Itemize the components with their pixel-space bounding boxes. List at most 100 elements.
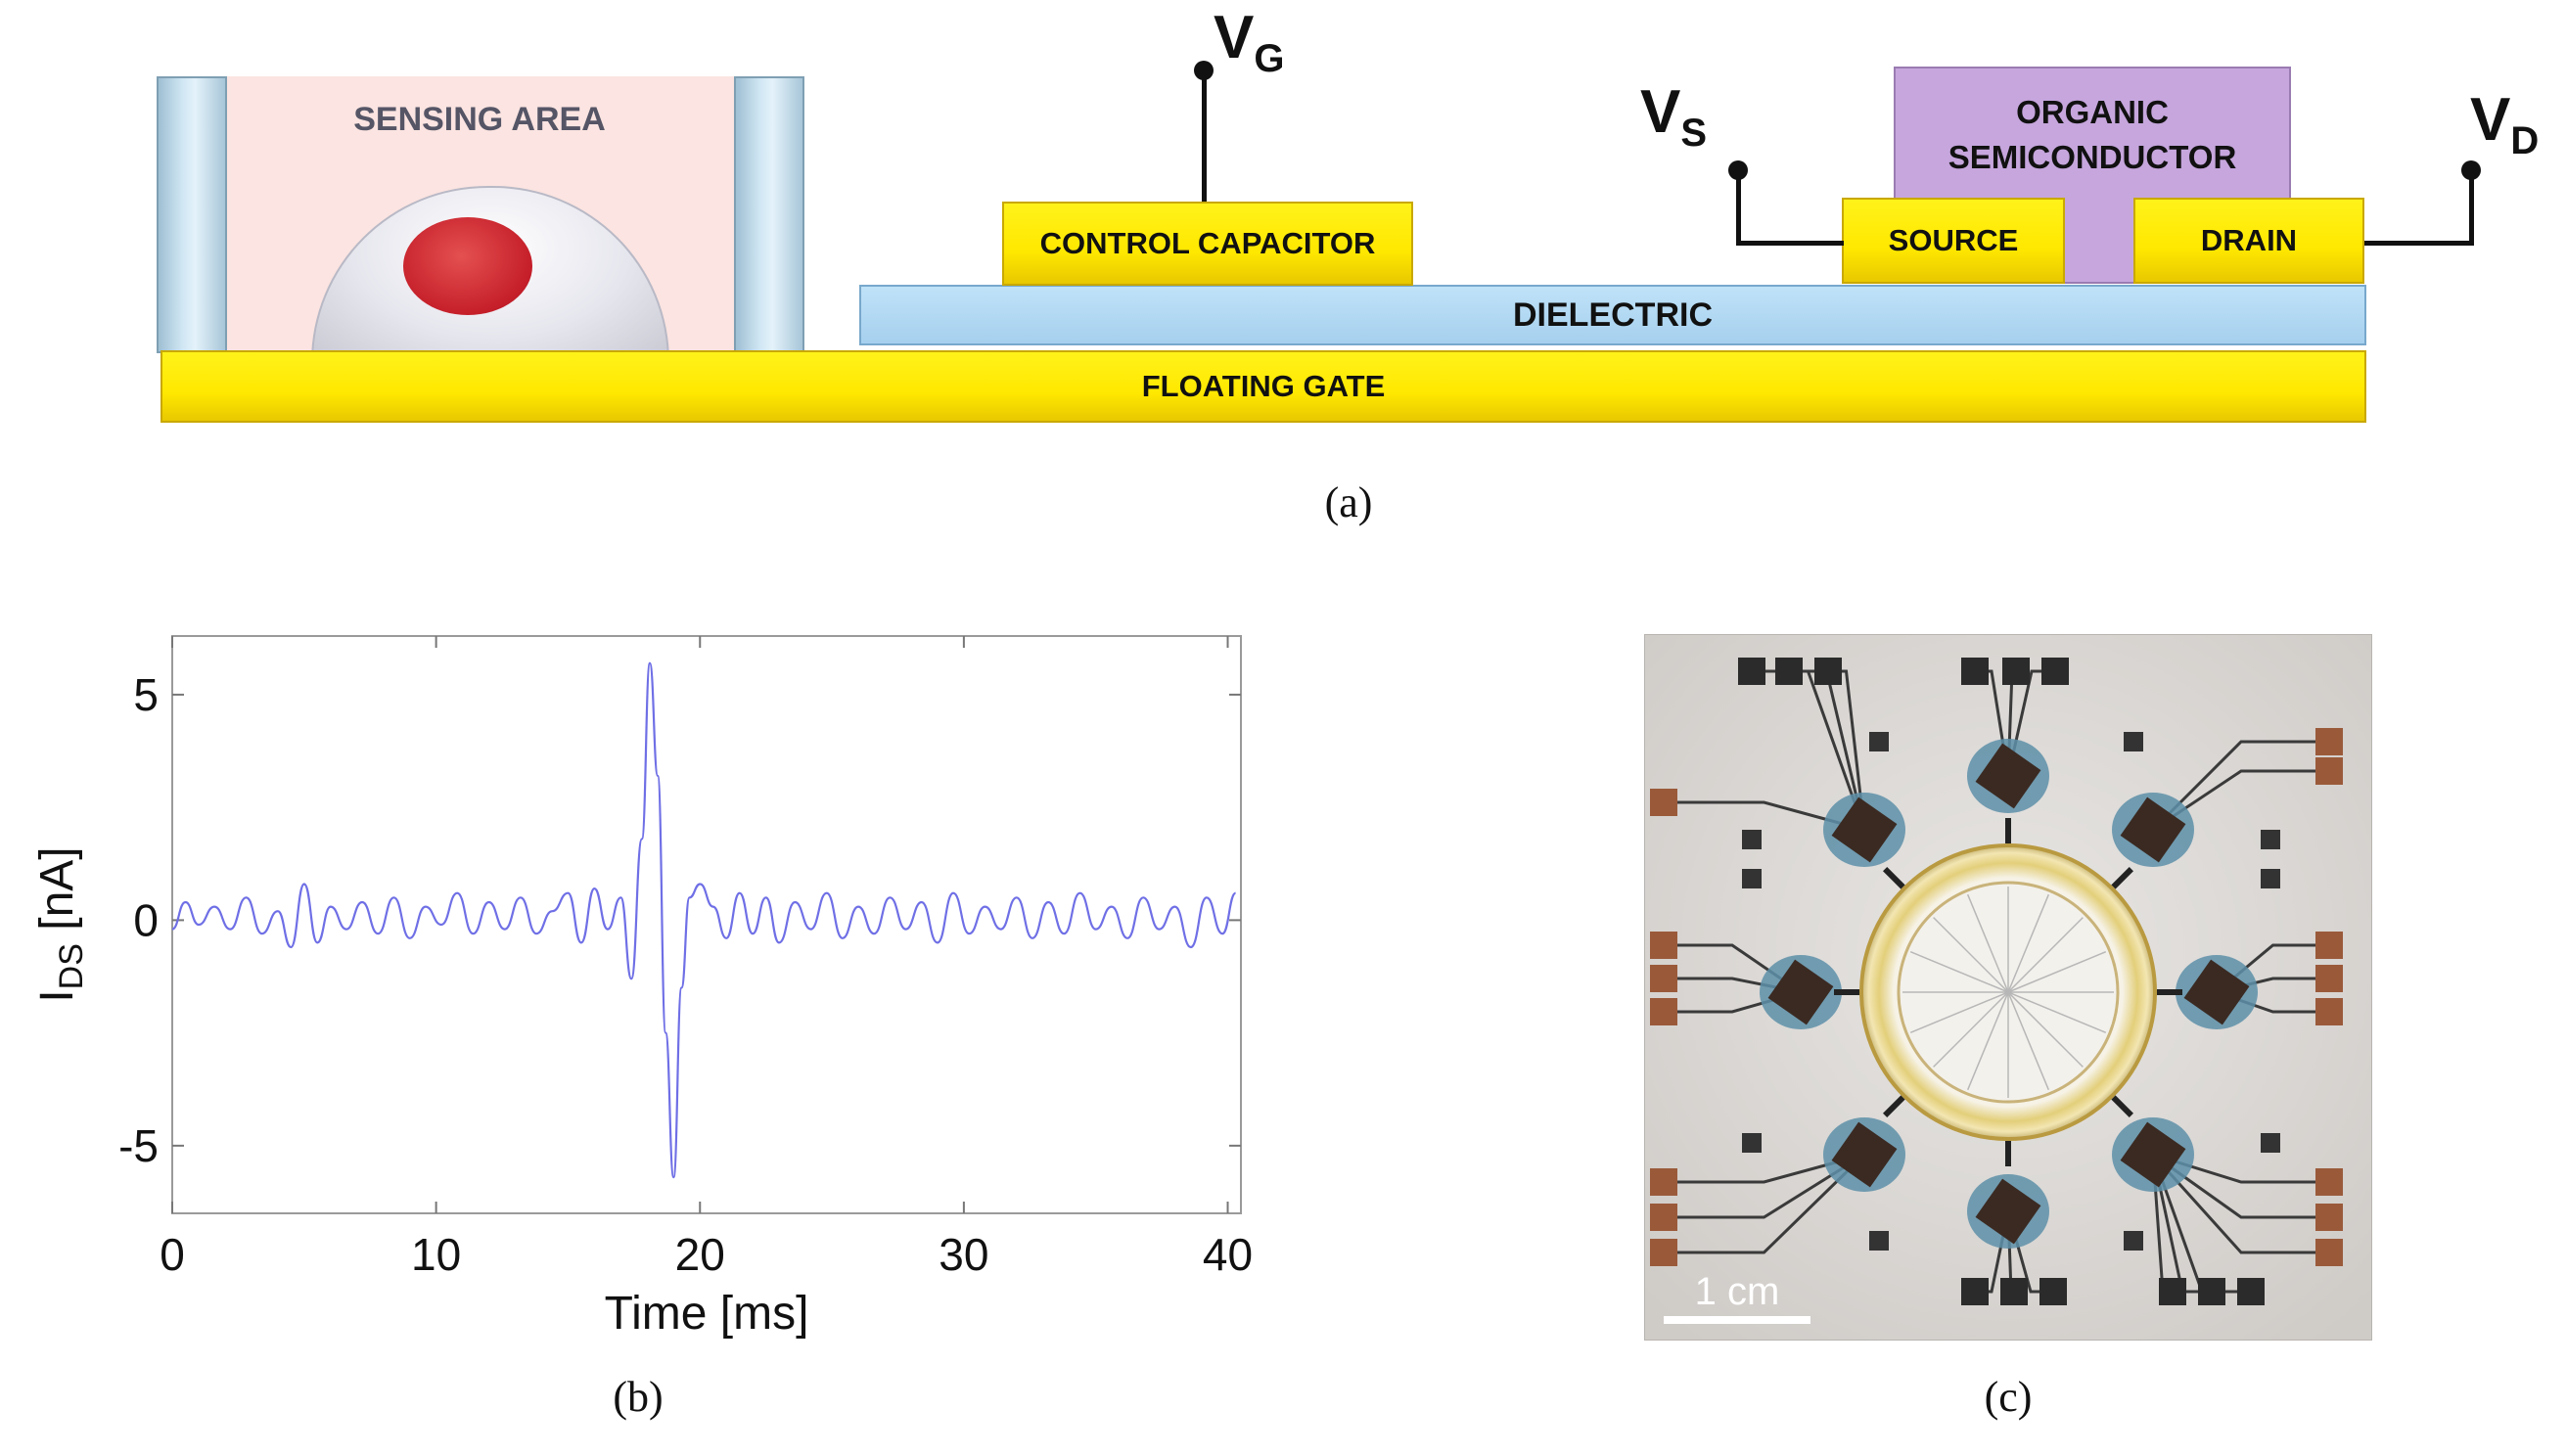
alignment-mark: [2124, 1231, 2143, 1251]
vs-label-sub: S: [1680, 112, 1708, 155]
sensing-line: [2007, 991, 2084, 1068]
right-wall: [734, 76, 804, 353]
vd-wire-vertical: [2469, 172, 2474, 246]
x-tick-label: 20: [675, 1229, 725, 1280]
contact-pad: [2315, 1204, 2343, 1231]
contact-pad: [2002, 658, 2030, 685]
vd-wire-horizontal: [2364, 241, 2474, 246]
y-axis-label: IDS [nA]: [31, 846, 90, 1002]
contact-pad: [2237, 1278, 2265, 1305]
y-tick-label: -5: [118, 1120, 159, 1171]
transistor-die: [2183, 959, 2250, 1025]
x-tick-label: 30: [939, 1229, 988, 1280]
floating-gate: FLOATING GATE: [160, 350, 2366, 423]
transistor-die: [1831, 1121, 1898, 1188]
device-photo: 1 cm: [1644, 634, 2372, 1341]
organic-semiconductor-line2: SEMICONDUCTOR: [1947, 139, 2237, 175]
alignment-mark: [2261, 1133, 2280, 1153]
scale-bar: [1664, 1316, 1810, 1324]
alignment-mark: [1869, 732, 1889, 751]
source-electrode: SOURCE: [1842, 198, 2065, 284]
x-tick-label: 10: [411, 1229, 461, 1280]
contact-pad: [1775, 658, 1803, 685]
contact-pad: [2315, 932, 2343, 959]
sensing-line: [2007, 991, 2050, 1091]
contact-pad: [1650, 932, 1677, 959]
contact-pad: [2315, 998, 2343, 1025]
alignment-mark: [2124, 732, 2143, 751]
transistor-die: [1975, 1178, 2041, 1245]
floating-gate-label: FLOATING GATE: [1141, 369, 1386, 403]
contact-pad: [2315, 965, 2343, 992]
panel-b-caption: (b): [613, 1373, 664, 1421]
transistor-die: [1975, 743, 2041, 809]
sensing-line: [2007, 917, 2084, 993]
gate-connector: [1883, 1095, 1905, 1117]
contact-pad: [2039, 1278, 2067, 1305]
sensing-line: [2007, 893, 2050, 993]
panel-c-caption: (c): [1984, 1373, 2033, 1421]
vs-label-main: V: [1640, 78, 1681, 146]
vg-label: VG: [1214, 8, 1284, 79]
sensing-electrode-lines: [1902, 887, 2114, 1098]
contact-pad: [2041, 658, 2069, 685]
sensing-line: [2007, 950, 2107, 993]
sensing-line: [1966, 893, 2009, 993]
contact-pad: [1961, 658, 1989, 685]
sensing-line: [1933, 917, 2009, 993]
transistor-die: [1831, 796, 1898, 863]
contact-pad: [2315, 728, 2343, 755]
vd-terminal: [2461, 160, 2481, 180]
alignment-mark: [1742, 830, 1762, 849]
contact-pad: [2315, 757, 2343, 785]
gate-connector: [2111, 867, 2133, 889]
organic-semiconductor-line1: ORGANIC: [2016, 94, 2169, 130]
x-tick-label: 40: [1203, 1229, 1253, 1280]
vg-wire: [1202, 70, 1207, 202]
control-capacitor-label: CONTROL CAPACITOR: [1039, 226, 1376, 260]
sensing-line: [1933, 991, 2009, 1068]
panel-a-caption: (a): [1324, 478, 1373, 526]
drain-label: DRAIN: [2200, 223, 2298, 257]
contact-pad: [1650, 1168, 1677, 1196]
vd-label-main: V: [2470, 86, 2511, 154]
metal-trace: [2151, 740, 2329, 832]
cell-nucleus: [403, 217, 532, 315]
alignment-mark: [1742, 1133, 1762, 1153]
vg-terminal: [1194, 61, 1214, 80]
dielectric-label: DIELECTRIC: [1513, 296, 1713, 334]
contact-pad: [2198, 1278, 2225, 1305]
device-features: [1650, 658, 2343, 1305]
contact-pad: [1650, 1239, 1677, 1266]
contact-pad: [1961, 1278, 1989, 1305]
sensing-area-label: SENSING AREA: [353, 101, 606, 138]
contact-pad: [2159, 1278, 2186, 1305]
source-label: SOURCE: [1888, 223, 2019, 257]
vd-label: VD: [2470, 90, 2539, 161]
contact-pad: [2315, 1239, 2343, 1266]
contact-pad: [1814, 658, 1842, 685]
sensing-line: [2007, 991, 2107, 1034]
scale-bar-label: 1 cm: [1695, 1270, 1780, 1313]
transistor-die: [1767, 959, 1834, 1025]
alignment-mark: [2261, 869, 2280, 888]
metal-trace: [1664, 1153, 1866, 1254]
vs-wire-vertical: [1736, 172, 1741, 246]
vg-label-main: V: [1214, 4, 1255, 71]
alignment-mark: [2261, 830, 2280, 849]
x-axis-label: Time [ms]: [605, 1288, 809, 1340]
y-axis-label-main: I: [31, 989, 83, 1002]
y-tick-label: 5: [133, 669, 159, 720]
dielectric: DIELECTRIC: [859, 285, 2366, 345]
drain-electrode: DRAIN: [2133, 198, 2364, 284]
contact-pad: [1650, 1204, 1677, 1231]
contact-pad: [2000, 1278, 2028, 1305]
panel-c-device-photo: 1 cm (c): [1644, 634, 2372, 1421]
alignment-mark: [1869, 1231, 1889, 1251]
y-tick-label: 0: [133, 894, 159, 945]
contact-pad: [2315, 1168, 2343, 1196]
y-axis-label-unit: [nA]: [31, 846, 83, 943]
ids-trace: [171, 661, 1237, 1179]
